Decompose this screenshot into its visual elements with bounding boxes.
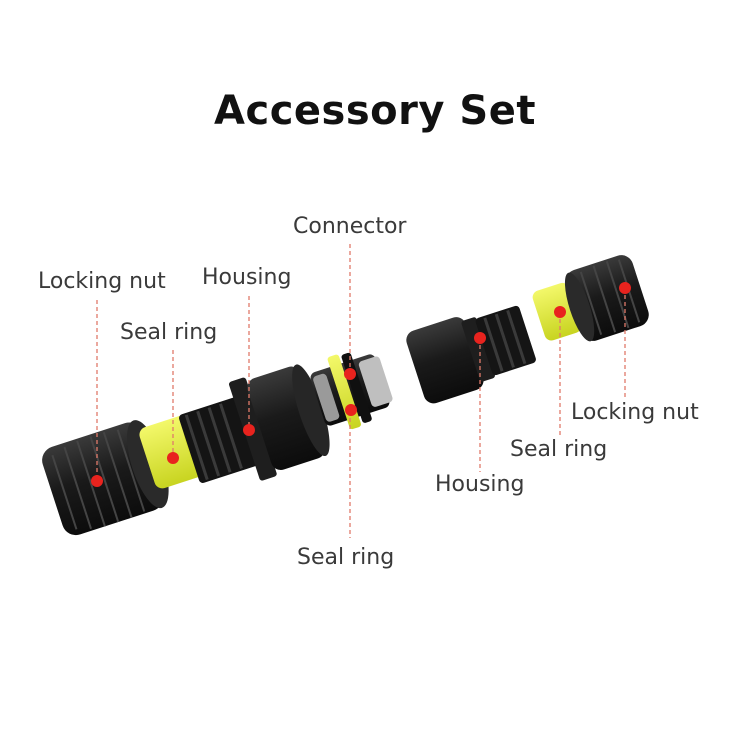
- marker-locking-nut-right: [619, 282, 631, 294]
- locking-nut-right-part: [564, 255, 649, 342]
- marker-housing-left: [243, 424, 255, 436]
- label-locking-nut-left: Locking nut: [38, 269, 166, 294]
- marker-seal-ring-center: [345, 404, 357, 416]
- marker-locking-nut-left: [91, 475, 103, 487]
- label-seal-ring-right: Seal ring: [510, 437, 608, 462]
- housing-right-part: [406, 305, 536, 404]
- label-housing-right: Housing: [435, 472, 525, 497]
- label-locking-nut-right: Locking nut: [571, 400, 699, 425]
- label-housing-left: Housing: [202, 265, 292, 290]
- markers: [91, 282, 631, 487]
- marker-seal-ring-right: [554, 306, 566, 318]
- label-connector: Connector: [293, 214, 407, 239]
- page-title: Accessory Set: [214, 88, 536, 134]
- label-seal-ring-center: Seal ring: [297, 545, 395, 570]
- label-seal-ring-left: Seal ring: [120, 320, 218, 345]
- marker-connector: [344, 368, 356, 380]
- marker-seal-ring-left: [167, 452, 179, 464]
- marker-housing-right: [474, 332, 486, 344]
- leader-lines: [96, 244, 626, 538]
